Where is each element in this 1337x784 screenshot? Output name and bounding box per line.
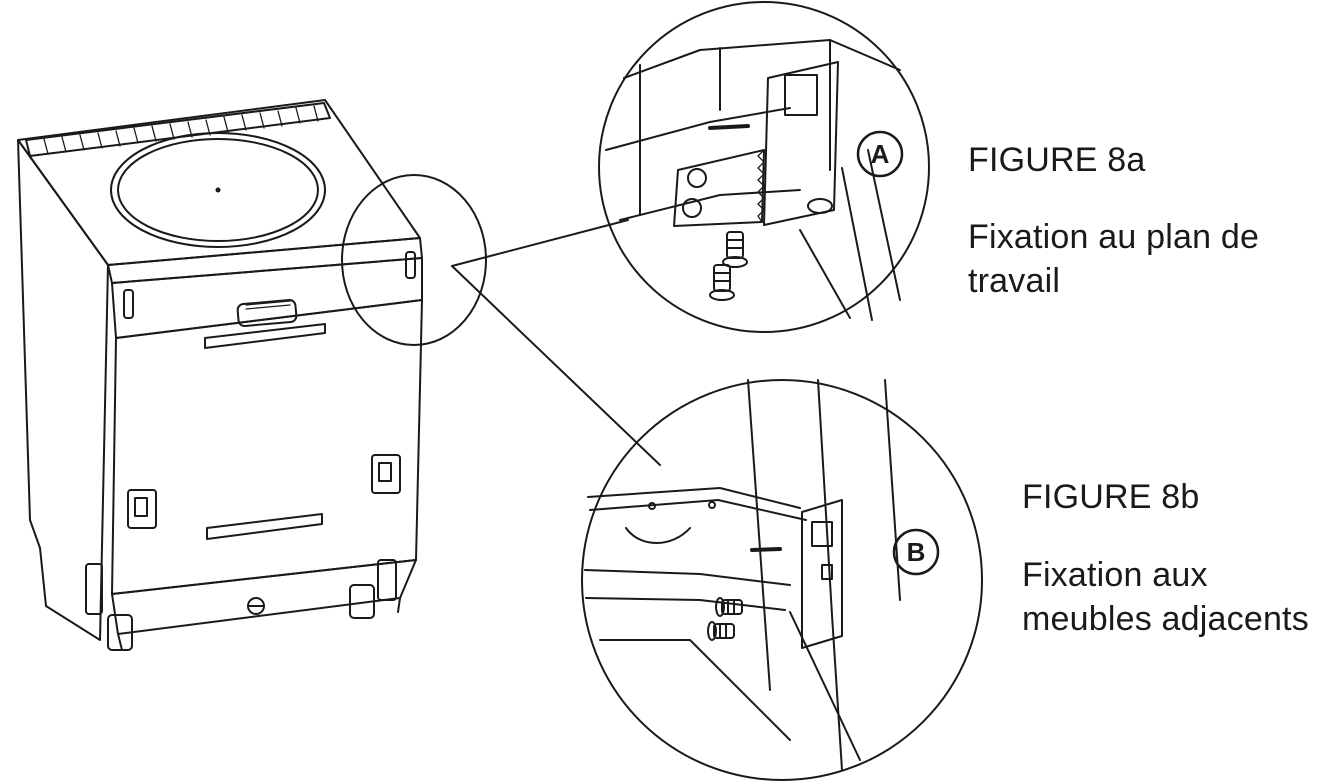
detail-a-circle	[598, 1, 930, 333]
detail-a-illustration	[598, 1, 930, 333]
screw-a-1	[722, 231, 748, 268]
figure-8a-description: Fixation au plan de travail	[968, 218, 1260, 300]
foot-rear-right	[377, 559, 397, 601]
dishwasher-plinth	[111, 559, 417, 635]
detail-b-illustration	[581, 379, 983, 781]
screw-b-1	[715, 597, 743, 617]
bracket-a-horizontal	[673, 149, 765, 227]
badge-b-circle	[892, 528, 940, 576]
detail-b-circle	[581, 379, 983, 781]
dishwasher-control-panel	[111, 257, 423, 339]
door-mount-right	[371, 454, 401, 494]
foot-rear-left	[85, 563, 103, 615]
foot-front-left	[107, 614, 133, 651]
foot-front-right	[349, 584, 375, 619]
dishwasher-illustration	[17, 99, 423, 651]
figure-8a-title: FIGURE 8a	[968, 141, 1146, 179]
dishwasher-door	[111, 299, 423, 595]
leader-line-a	[451, 219, 629, 267]
screw-a-2	[709, 264, 735, 301]
badge-a-circle	[856, 130, 904, 178]
figure-8b-title: FIGURE 8b	[1022, 478, 1200, 516]
screw-b-2	[707, 621, 735, 641]
dishwasher-rear-vent	[25, 102, 331, 157]
bracket-a-vertical	[763, 61, 839, 226]
detail-callout-circle	[341, 174, 487, 346]
dishwasher-top-seal	[110, 132, 326, 248]
door-mount-left	[127, 489, 157, 529]
leader-line-b	[451, 265, 661, 466]
badge-b-letter: B	[907, 537, 926, 567]
figure-8b-description: Fixation aux meubles adjacents	[1022, 556, 1309, 638]
badge-a-letter: A	[871, 139, 890, 169]
bracket-b-plate	[801, 499, 843, 649]
dishwasher-handle	[236, 299, 298, 327]
